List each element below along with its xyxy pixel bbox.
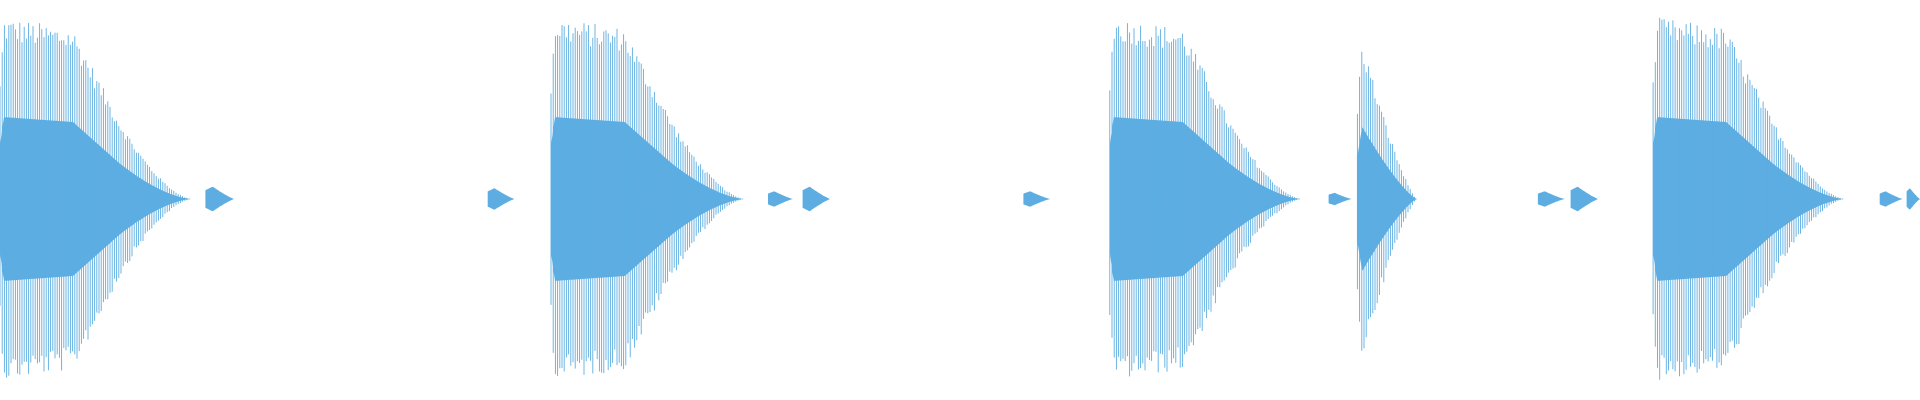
waveform-segment-blip (802, 186, 831, 212)
waveform-core (1537, 191, 1565, 207)
waveform-segment-mid (1356, 51, 1418, 351)
waveform-core (768, 191, 793, 207)
waveform-segment-blip (1879, 191, 1903, 207)
waveform-segment-hit (1652, 17, 1846, 380)
waveform-segment-blip (487, 188, 515, 210)
waveform-segment-blip (1906, 188, 1920, 210)
waveform-core (1906, 188, 1920, 210)
waveform-core (1879, 191, 1903, 207)
waveform-core (1357, 127, 1417, 271)
waveform-segment-blip (1328, 192, 1352, 206)
waveform-segment-blip (768, 191, 793, 207)
waveform-spikes (1109, 23, 1300, 377)
waveform-spikes (1356, 51, 1418, 351)
waveform-segment-blip (1537, 191, 1565, 207)
waveform-segment-hit (0, 22, 192, 378)
waveform-segment-hit (1109, 23, 1302, 377)
waveform-core (487, 188, 515, 210)
waveform-segment-blip (205, 186, 235, 212)
waveform-core (205, 186, 235, 212)
waveform-segment-hit (550, 23, 745, 376)
waveform-core (802, 186, 831, 212)
waveform-spikes (0, 22, 190, 378)
waveform-segment-blip (1023, 191, 1051, 207)
waveform-segment-blip (1570, 186, 1599, 212)
waveform-core (1328, 192, 1352, 206)
waveform-spikes (550, 23, 743, 376)
waveform-core (1570, 186, 1599, 212)
waveform-core (1023, 191, 1051, 207)
waveform-spikes (1652, 17, 1843, 380)
